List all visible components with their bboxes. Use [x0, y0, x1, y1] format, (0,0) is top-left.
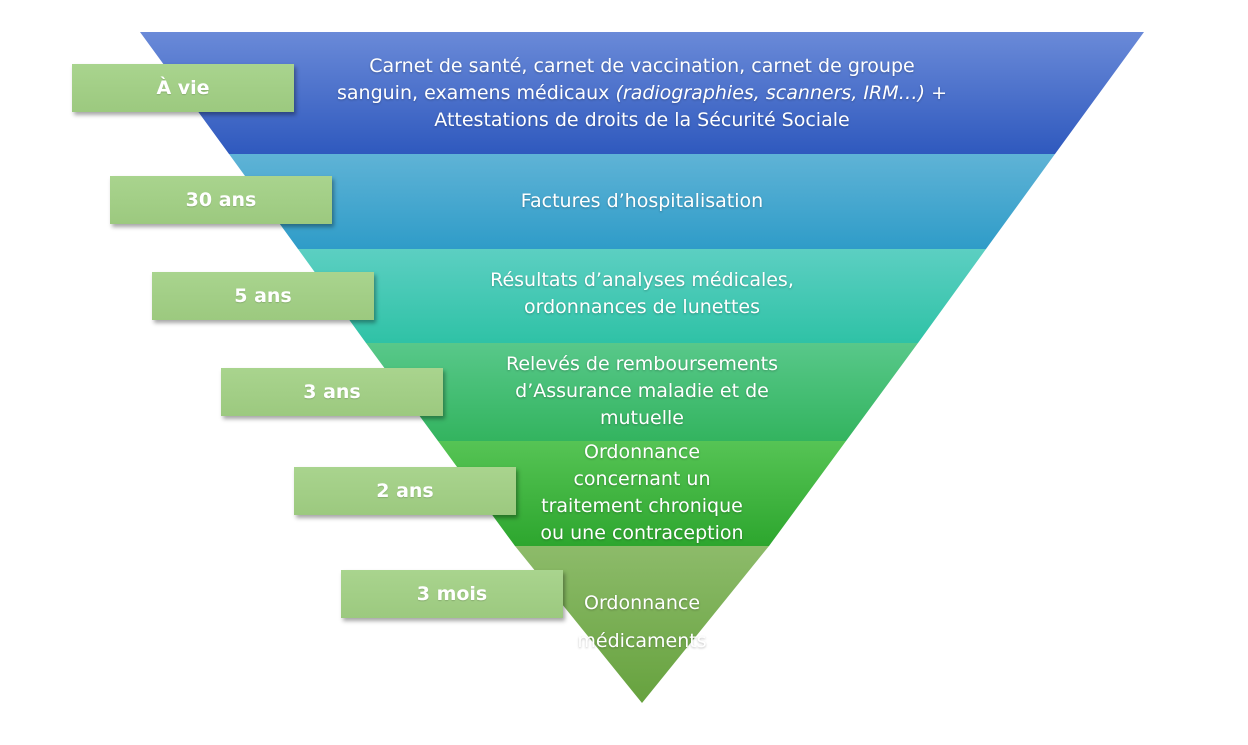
pyramid-band-5-years	[298, 249, 986, 343]
band-text-line: concernant un	[573, 468, 711, 490]
duration-label-30-years: 30 ans	[110, 176, 332, 224]
band-text-line: Factures d’hospitalisation	[520, 189, 764, 212]
pyramid-band-lifetime	[140, 32, 1144, 154]
band-text-segment: +	[925, 81, 947, 104]
band-text-3-years: Relevés de remboursements d’Assurance ma…	[440, 350, 844, 432]
band-text-line: ou une contraception	[540, 522, 744, 544]
band-text-30-years: Factures d’hospitalisation	[340, 186, 944, 216]
band-text-line: ordonnances de lunettes	[524, 296, 760, 318]
band-text-line: mutuelle	[600, 406, 684, 429]
band-text-2-years: Ordonnance concernant un traitement chro…	[510, 438, 774, 548]
band-text-line: Attestations de droits de la Sécurité So…	[434, 108, 850, 131]
band-text-italic: (radiographies, scanners, IRM…)	[615, 81, 926, 104]
pyramid-band-30-years	[229, 154, 1055, 249]
duration-label-lifetime: À vie	[72, 64, 294, 112]
band-text-lifetime: Carnet de santé, carnet de vaccination, …	[250, 50, 1034, 136]
band-text-line: Carnet de santé, carnet de vaccination, …	[369, 54, 915, 77]
band-text-segment: sanguin, examens médicaux	[337, 81, 616, 104]
band-text-line: Ordonnance	[583, 592, 701, 614]
band-text-3-months: Ordonnance médicaments	[552, 586, 732, 658]
band-text-line: médicaments	[577, 630, 707, 652]
band-text-5-years: Résultats d’analyses médicales, ordonnan…	[390, 266, 894, 322]
band-text-line: sanguin, examens médicaux (radiographies…	[337, 80, 947, 107]
pyramid-band-2-years	[438, 441, 846, 546]
pyramid-band-3-months	[515, 546, 769, 703]
band-text-line: d’Assurance maladie et de	[515, 379, 769, 402]
band-text-line: traitement chronique	[541, 495, 743, 517]
duration-label-3-years: 3 ans	[221, 368, 443, 416]
duration-label-3-months: 3 mois	[341, 570, 563, 618]
band-text-line: Relevés de remboursements	[506, 352, 778, 375]
pyramid-band-3-years	[366, 343, 918, 441]
duration-label-5-years: 5 ans	[152, 272, 374, 320]
band-text-line: Ordonnance	[583, 441, 701, 463]
band-text-line: Résultats d’analyses médicales,	[490, 269, 794, 291]
duration-label-2-years: 2 ans	[294, 467, 516, 515]
